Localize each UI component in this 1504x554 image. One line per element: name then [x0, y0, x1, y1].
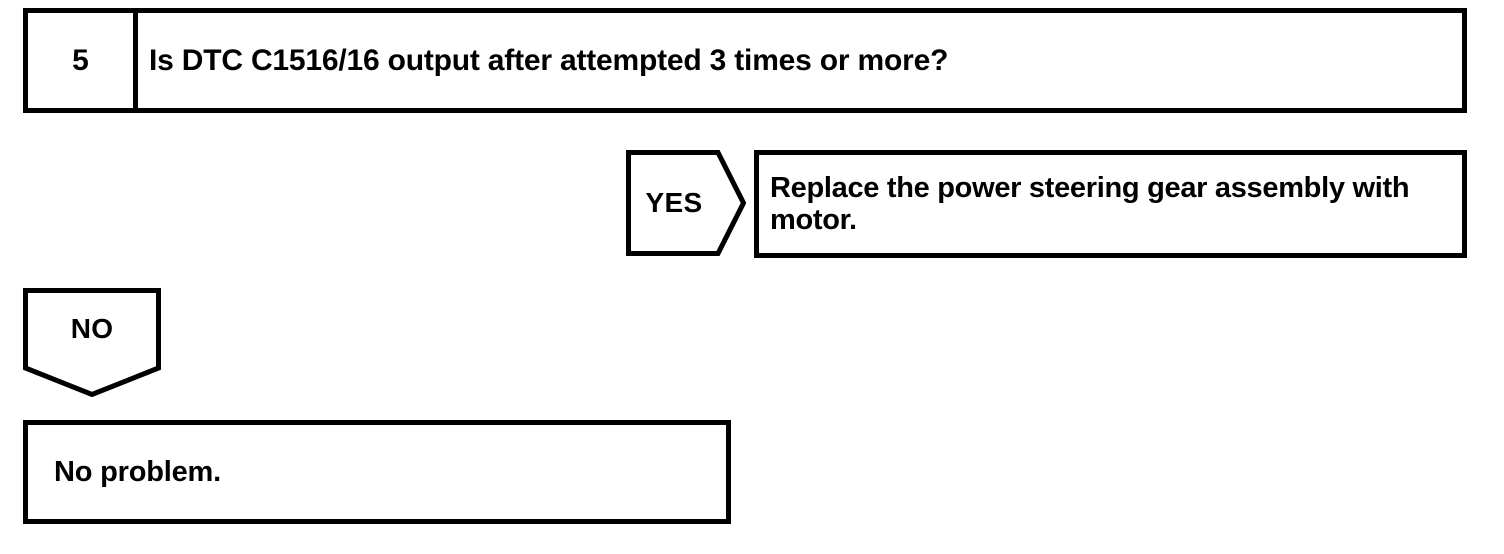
step-question-cell: Is DTC C1516/16 output after attempted 3… [138, 13, 1462, 108]
branch-arrow-yes: YES [626, 150, 746, 256]
step-number-cell: 5 [28, 13, 138, 108]
step-number: 5 [72, 43, 89, 77]
branch-label-yes: YES [645, 187, 703, 218]
pentagon-arrow-right-icon [626, 150, 746, 256]
result-text-no: No problem. [54, 455, 221, 488]
pentagon-arrow-down-icon [23, 288, 161, 397]
result-text-yes: Replace the power steering gear assembly… [770, 171, 1410, 237]
result-text-yes-line1: Replace the power steering gear assembly… [770, 171, 1410, 204]
step-question-text: Is DTC C1516/16 output after attempted 3… [149, 43, 949, 77]
branch-arrow-no: NO [23, 288, 161, 397]
step-question-row: 5 Is DTC C1516/16 output after attempted… [23, 8, 1467, 113]
result-box-no: No problem. [23, 420, 731, 524]
result-text-yes-line2: motor. [770, 204, 857, 236]
branch-label-no: NO [70, 313, 114, 344]
result-box-yes: Replace the power steering gear assembly… [754, 150, 1467, 258]
